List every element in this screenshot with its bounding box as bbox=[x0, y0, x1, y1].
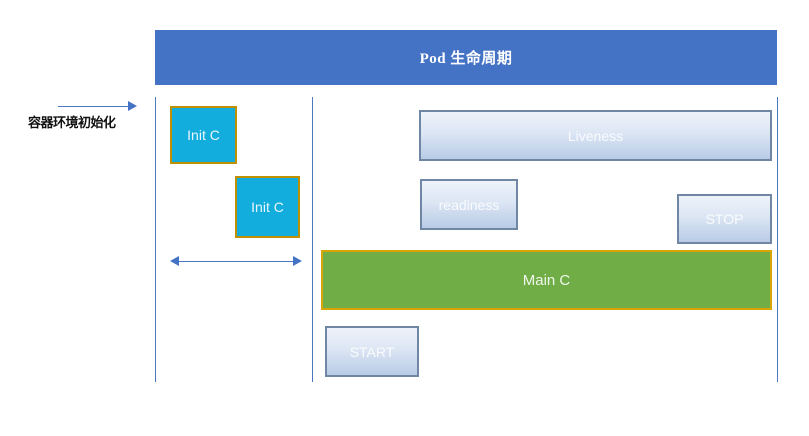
init-container-2-label: Init C bbox=[251, 199, 284, 215]
annotation-label: 容器环境初始化 bbox=[28, 115, 116, 130]
main-container-label: Main C bbox=[522, 271, 571, 289]
init-phase-annotation: 容器环境初始化 bbox=[28, 100, 146, 131]
liveness-probe-label: Liveness bbox=[567, 127, 624, 144]
init-container-1: Init C bbox=[170, 106, 237, 164]
init-container-1-label: Init C bbox=[187, 127, 220, 143]
lane-divider-middle bbox=[312, 97, 313, 382]
diagram-header-bar: Pod 生命周期 bbox=[155, 30, 777, 85]
start-hook-box: START bbox=[325, 326, 419, 377]
main-container-box: Main C bbox=[321, 250, 772, 310]
readiness-probe-box: readiness bbox=[420, 179, 518, 230]
arrow-shaft bbox=[58, 106, 130, 107]
readiness-probe-label: readiness bbox=[438, 196, 500, 213]
page-title: Pod 生命周期 bbox=[419, 51, 513, 67]
arrow-shaft bbox=[178, 261, 294, 262]
liveness-probe-box: Liveness bbox=[419, 110, 772, 161]
init-container-2: Init C bbox=[235, 176, 300, 238]
lane-divider-right bbox=[777, 97, 778, 382]
stop-hook-label: STOP bbox=[705, 211, 744, 227]
stop-hook-box: STOP bbox=[677, 194, 772, 244]
arrow-head-left bbox=[170, 256, 179, 266]
start-hook-label: START bbox=[349, 343, 395, 360]
arrow-head-right bbox=[293, 256, 302, 266]
lane-divider-left bbox=[155, 97, 156, 382]
arrow-head bbox=[128, 101, 137, 111]
double-arrow-horizontal-icon bbox=[170, 255, 302, 267]
arrow-right-icon bbox=[58, 100, 138, 112]
